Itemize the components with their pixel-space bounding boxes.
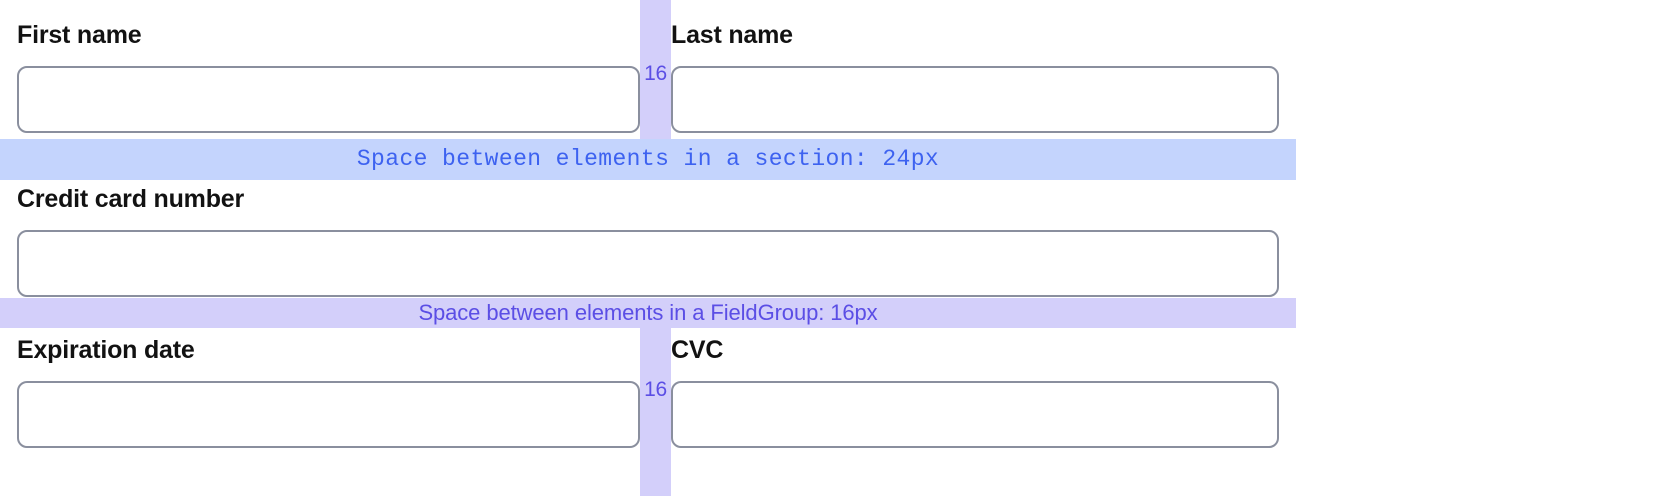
first-name-input[interactable] (17, 66, 640, 133)
field-label-last-name: Last name (671, 20, 1279, 50)
last-name-input[interactable] (671, 66, 1279, 133)
section-spacing-label: Space between elements in a section: 24p… (356, 146, 940, 172)
form-content-area: 16 16 First name Last name Space between… (0, 0, 1296, 496)
fieldgroup-spacing-annotation-band: Space between elements in a FieldGroup: … (0, 298, 1296, 328)
field-last-name: Last name (671, 20, 1279, 133)
credit-card-number-input[interactable] (17, 230, 1279, 297)
field-expiration-date: Expiration date (17, 335, 640, 448)
horizontal-gap-ribbon-expiry-row: 16 (640, 326, 671, 496)
field-label-credit-card-number: Credit card number (17, 184, 1279, 214)
gap-size-label-expiry-row: 16 (644, 378, 667, 401)
field-label-expiration-date: Expiration date (17, 335, 640, 365)
field-credit-card-number: Credit card number (17, 184, 1279, 297)
cvc-input[interactable] (671, 381, 1279, 448)
field-cvc: CVC (671, 335, 1279, 448)
fieldgroup-spacing-label: Space between elements in a FieldGroup: … (418, 300, 878, 325)
field-first-name: First name (17, 20, 640, 133)
section-spacing-annotation-band: Space between elements in a section: 24p… (0, 139, 1296, 180)
horizontal-gap-ribbon-name-row: 16 (640, 0, 671, 140)
gap-size-label-name-row: 16 (644, 62, 667, 85)
field-label-first-name: First name (17, 20, 640, 50)
expiration-date-input[interactable] (17, 381, 640, 448)
field-label-cvc: CVC (671, 335, 1279, 365)
